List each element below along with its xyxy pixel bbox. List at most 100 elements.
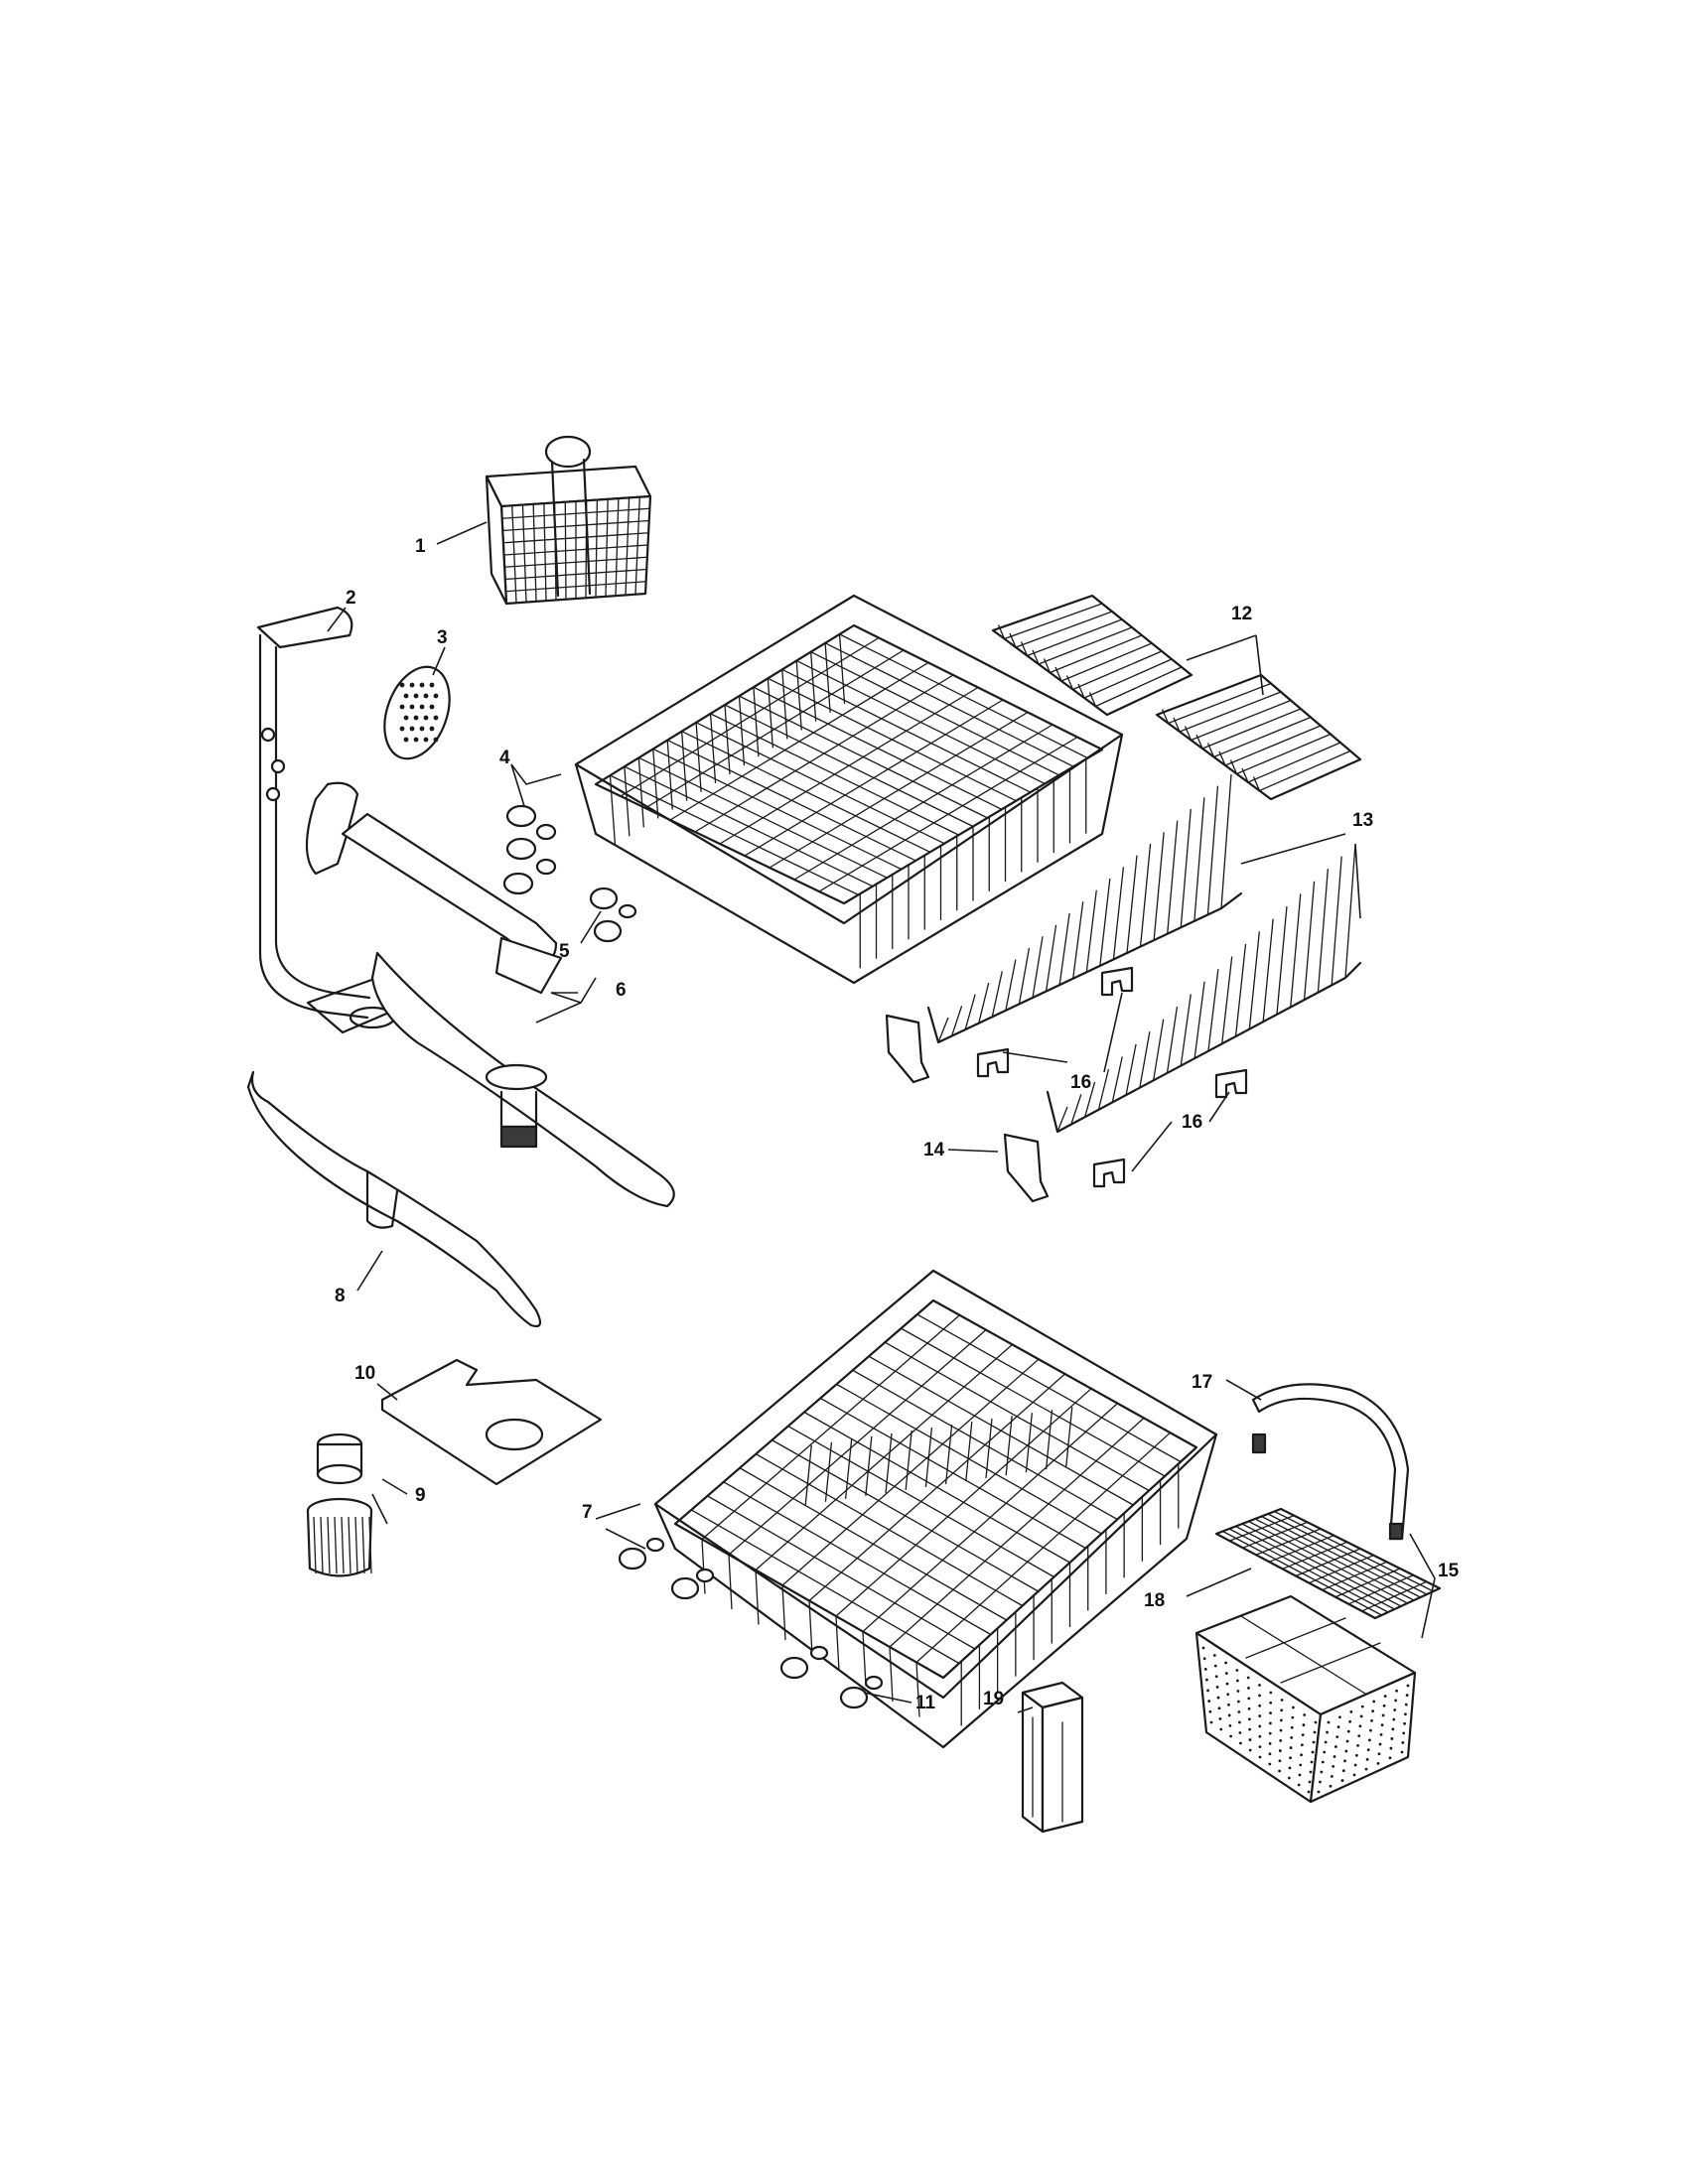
wire-line [1184, 726, 1193, 741]
wire-line [334, 1516, 338, 1574]
callout-12: 12 [1231, 604, 1252, 624]
wire-line [978, 982, 990, 1024]
mesh-dot [1226, 1693, 1230, 1697]
wire-line [1322, 1561, 1387, 1591]
part-15-silverware-basket [1194, 1594, 1417, 1804]
wire-line [348, 1516, 351, 1574]
wire-line [915, 1662, 920, 1717]
mesh-dot [1365, 1757, 1369, 1761]
wire-line [505, 581, 646, 593]
mesh-dot [1268, 1731, 1272, 1735]
wire-line [1043, 658, 1052, 673]
callout-17: 17 [1192, 1372, 1212, 1393]
wire-line [738, 696, 746, 766]
mesh-dot [1354, 1753, 1358, 1757]
part-6-upper-spray-arm [305, 781, 675, 1208]
mesh-dot [1278, 1759, 1282, 1763]
wire-line [501, 507, 650, 519]
callout-labels: 1 2 3 4 5 6 7 8 9 10 11 12 13 14 15 16 1… [335, 536, 1460, 1713]
mesh-dot [1388, 1756, 1392, 1760]
mesh-dot [1394, 1699, 1398, 1703]
mesh-dot [1330, 1774, 1333, 1778]
mesh-dot [1258, 1724, 1262, 1728]
mesh-dot [419, 704, 425, 710]
wire-line [795, 660, 802, 731]
mesh-dot [399, 682, 405, 688]
mesh-dot [1333, 1755, 1336, 1758]
wire-line [1234, 943, 1247, 1037]
mesh-dot [1290, 1736, 1294, 1739]
mesh-dot [409, 704, 415, 710]
wire-line [666, 740, 673, 810]
part-12-cup-shelves [991, 594, 1362, 801]
mesh-dot [1219, 1727, 1223, 1731]
wire-line [1248, 931, 1260, 1029]
wire-line [1331, 856, 1342, 986]
callout-13: 13 [1352, 810, 1373, 831]
mesh-dot [1237, 1700, 1240, 1704]
mesh-dot [1403, 1721, 1406, 1725]
wire-line [1005, 1416, 1013, 1476]
mesh-dot [1369, 1728, 1372, 1732]
mesh-dot [1258, 1684, 1261, 1687]
mesh-dot [1321, 1760, 1325, 1764]
mesh-dot [1268, 1752, 1272, 1756]
part-1-silverware-basket [485, 435, 652, 606]
wire-line [1220, 773, 1232, 909]
wire-line [835, 1615, 840, 1672]
mesh-dot [1258, 1734, 1262, 1738]
upper-dish-rack [574, 594, 1124, 985]
wire-line [924, 1427, 933, 1488]
callout-14: 14 [923, 1140, 945, 1160]
mesh-dot [1269, 1701, 1273, 1705]
callout-9: 9 [415, 1485, 426, 1506]
mesh-dot [1377, 1752, 1381, 1756]
mesh-dot [1378, 1742, 1382, 1746]
part-16-rack-clips [976, 966, 1248, 1188]
wire-line [1218, 751, 1226, 766]
wire-line [1193, 797, 1205, 921]
wire-line [937, 1017, 949, 1043]
mesh-dot [403, 737, 409, 743]
part-9-filter-assembly [306, 1433, 373, 1577]
mesh-dot [413, 693, 419, 699]
wire-line [1065, 675, 1074, 690]
mesh-dot [1238, 1731, 1242, 1734]
mesh-dot [409, 682, 415, 688]
mesh-dot [1367, 1738, 1371, 1742]
mesh-dot [1268, 1742, 1272, 1745]
mesh-dot [1247, 1717, 1251, 1721]
wire-line [1262, 918, 1274, 1023]
mesh-dot [1292, 1706, 1295, 1709]
mesh-dot [1205, 1678, 1208, 1682]
mesh-dot [403, 715, 409, 721]
wire-line [767, 678, 773, 749]
wire-line [695, 722, 702, 792]
wire-line [944, 1424, 953, 1485]
wire-line [644, 649, 905, 809]
mesh-dot [1291, 1715, 1295, 1719]
mesh-dot [1208, 1709, 1212, 1713]
mesh-dot [1344, 1749, 1348, 1753]
mesh-dot [1299, 1763, 1303, 1767]
wire-line [1045, 924, 1057, 992]
wire-line [709, 713, 717, 783]
wire-line [1004, 603, 1103, 640]
mesh-dot [1400, 1750, 1404, 1754]
wire-line [744, 699, 1004, 857]
callout-19: 19 [983, 1689, 1004, 1709]
mesh-dot [1303, 1713, 1307, 1716]
mesh-dot [1309, 1770, 1313, 1774]
mesh-dot [1382, 1704, 1386, 1707]
mesh-dot [1300, 1743, 1304, 1747]
wire-line [1191, 699, 1292, 742]
wire-line [1161, 709, 1170, 724]
part-8-lower-spray-arm [246, 1070, 542, 1328]
callout-10: 10 [354, 1363, 375, 1384]
wire-line [862, 1631, 867, 1687]
part-7-lower-rack-wheels [618, 1537, 715, 1600]
mesh-dot [1280, 1699, 1284, 1702]
wire-line [889, 1646, 894, 1703]
mesh-dot [1326, 1730, 1329, 1734]
mesh-dot [1247, 1697, 1251, 1701]
